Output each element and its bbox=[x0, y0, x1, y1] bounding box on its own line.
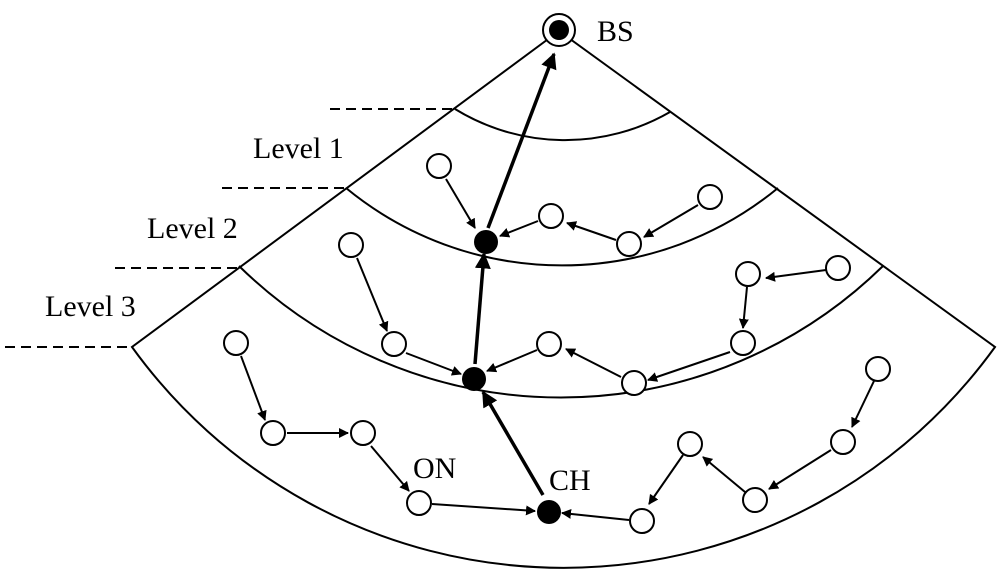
level-1-arc bbox=[454, 108, 671, 142]
link-arrow bbox=[565, 348, 622, 378]
ordinary-node bbox=[536, 331, 562, 357]
backbone-arrow bbox=[481, 390, 545, 496]
ordinary-node bbox=[426, 153, 452, 179]
link-arrow bbox=[499, 220, 539, 238]
ordinary-node bbox=[830, 429, 856, 455]
link-arrow bbox=[647, 351, 731, 382]
level-2-label: Level 2 bbox=[147, 212, 238, 245]
ordinary-node bbox=[697, 184, 723, 210]
base-station-node bbox=[549, 20, 569, 40]
level-2-arc bbox=[345, 187, 779, 267]
link-arrow bbox=[356, 257, 389, 332]
link-arrow bbox=[643, 204, 699, 238]
ordinary-node bbox=[616, 231, 642, 257]
bs-label: BS bbox=[597, 15, 634, 48]
link-arrow bbox=[445, 178, 476, 229]
backbone-arrow bbox=[473, 252, 491, 365]
backbone-arrow bbox=[486, 52, 557, 229]
link-arrow bbox=[851, 380, 875, 428]
link-arrow bbox=[765, 269, 827, 282]
ordinary-node-label: ON bbox=[413, 452, 456, 485]
ordinary-node bbox=[825, 255, 851, 281]
cluster-head-label: CH bbox=[549, 464, 591, 497]
ordinary-node bbox=[260, 420, 286, 446]
ordinary-node bbox=[538, 203, 564, 229]
level-1-label: Level 1 bbox=[253, 132, 344, 165]
ordinary-node bbox=[381, 331, 407, 357]
link-arrow bbox=[486, 349, 538, 373]
ordinary-node bbox=[406, 490, 432, 516]
level-3-arc bbox=[238, 265, 884, 399]
link-arrow bbox=[431, 503, 536, 516]
ordinary-node bbox=[865, 356, 891, 382]
link-arrow bbox=[702, 456, 746, 493]
ordinary-node bbox=[677, 431, 703, 457]
ordinary-node bbox=[338, 232, 364, 258]
ordinary-node bbox=[621, 370, 647, 396]
ordinary-node bbox=[223, 330, 249, 356]
sector-outer-boundary bbox=[130, 29, 997, 569]
link-arrow bbox=[240, 355, 267, 421]
ordinary-node bbox=[730, 330, 756, 356]
level-3-label: Level 3 bbox=[45, 290, 136, 323]
ordinary-node bbox=[350, 420, 376, 446]
ordinary-node bbox=[735, 261, 761, 287]
link-arrow bbox=[370, 445, 410, 492]
link-arrow bbox=[768, 449, 832, 490]
link-arrow bbox=[738, 286, 749, 329]
link-arrow bbox=[561, 508, 630, 521]
link-arrow bbox=[648, 454, 684, 505]
cluster-head-node bbox=[537, 500, 561, 524]
link-arrow bbox=[566, 221, 617, 241]
cluster-head-node bbox=[462, 367, 486, 391]
cluster-head-node bbox=[474, 230, 498, 254]
link-arrow bbox=[405, 352, 462, 376]
ordinary-node bbox=[629, 508, 655, 534]
ordinary-node bbox=[742, 487, 768, 513]
